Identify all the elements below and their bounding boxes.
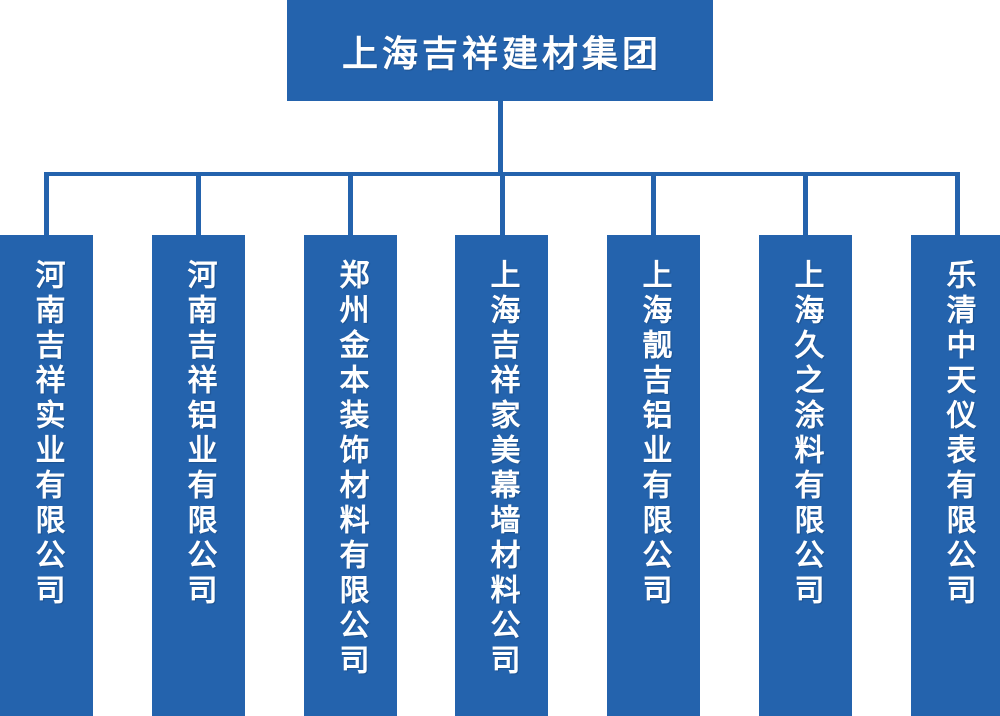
connector-stem — [498, 100, 503, 176]
child-node-yueqing-zhongtian-instrument: 乐清中天仪表有限公司 — [911, 235, 1000, 716]
child-node-label: 上海久之涂料有限公司 — [789, 259, 823, 609]
connector-drop-3 — [348, 172, 353, 235]
child-node-label: 乐清中天仪表有限公司 — [941, 259, 975, 609]
child-node-shanghai-liangji-aluminum: 上海靓吉铝业有限公司 — [607, 235, 700, 716]
child-node-henan-jixiang-aluminum: 河南吉祥铝业有限公司 — [152, 235, 245, 716]
child-node-label: 河南吉祥实业有限公司 — [30, 259, 64, 609]
root-node: 上海吉祥建材集团 — [287, 0, 713, 101]
connector-drop-5 — [651, 172, 656, 235]
child-node-label: 河南吉祥铝业有限公司 — [182, 259, 216, 609]
connector-drop-7 — [955, 172, 960, 235]
child-node-label: 上海吉祥家美幕墙材料公司 — [485, 259, 519, 679]
child-node-henan-jixiang-industry: 河南吉祥实业有限公司 — [0, 235, 93, 716]
connector-drop-1 — [44, 172, 49, 235]
child-node-shanghai-jiuzhi-coatings: 上海久之涂料有限公司 — [759, 235, 852, 716]
connector-drop-6 — [803, 172, 808, 235]
connector-drop-2 — [196, 172, 201, 235]
child-node-label: 郑州金本装饰材料有限公司 — [334, 259, 368, 679]
connector-drop-4 — [500, 172, 505, 235]
child-node-zhengzhou-jinben-decoration: 郑州金本装饰材料有限公司 — [304, 235, 397, 716]
child-node-label: 上海靓吉铝业有限公司 — [637, 259, 671, 609]
child-node-shanghai-jixiang-jiamei-curtainwall: 上海吉祥家美幕墙材料公司 — [455, 235, 548, 716]
